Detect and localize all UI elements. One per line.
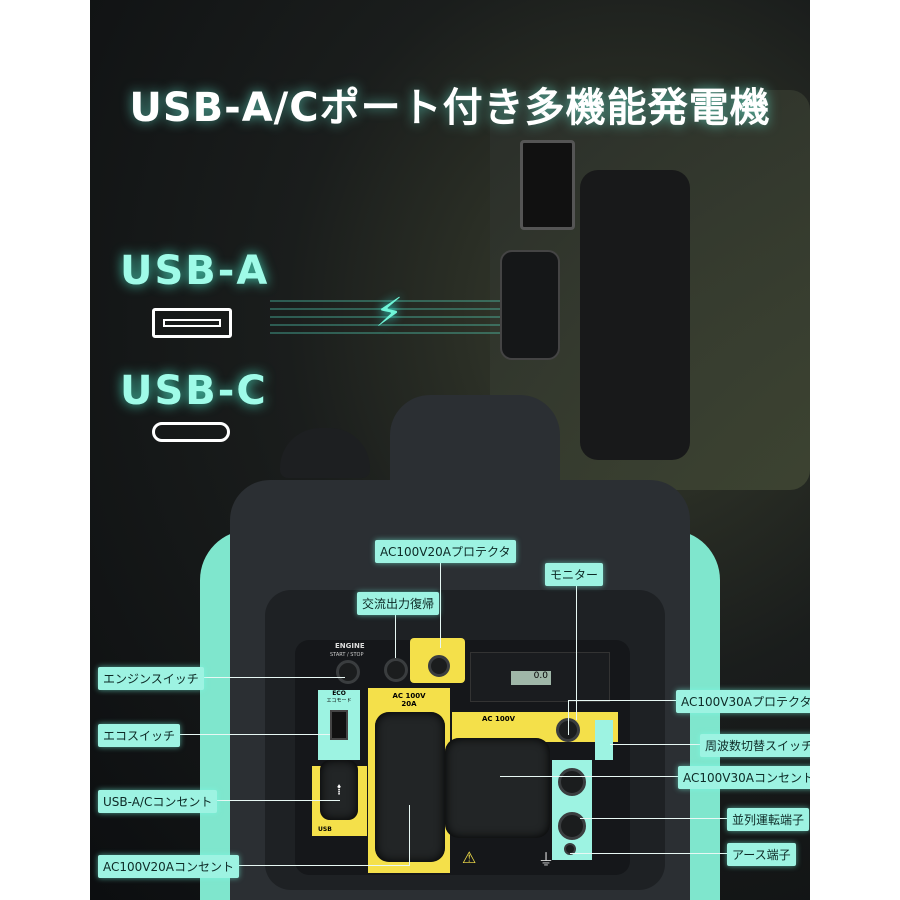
usb-a-label: USB-A <box>120 248 270 294</box>
callout-line <box>610 744 700 745</box>
ac30-outlet-cover[interactable] <box>445 738 550 838</box>
parallel-terminal-2[interactable] <box>558 812 586 840</box>
monitor: 0.0 <box>470 652 610 702</box>
callout-line <box>500 776 678 777</box>
callout-usb-outlet: USB-A/Cコンセント <box>98 790 218 813</box>
callout-frequency-switch: 周波数切替スイッチ <box>700 734 810 757</box>
ac-reset-button[interactable] <box>384 658 408 682</box>
callout-line <box>218 865 410 866</box>
ac20-protector-knob[interactable] <box>428 655 450 677</box>
callout-line <box>172 734 330 735</box>
start-stop-text: START / STOP <box>330 652 364 658</box>
callout-ac20-outlet: AC100V20Aコンセント <box>98 855 239 878</box>
callout-line <box>409 805 410 865</box>
warning-icon: ⚠ <box>462 848 477 867</box>
usb-text: USB <box>318 826 332 833</box>
callout-line <box>580 818 727 819</box>
parallel-terminal-1[interactable] <box>558 768 586 796</box>
fuel-cap <box>280 428 370 478</box>
callout-line <box>576 583 577 720</box>
callout-line <box>190 677 345 678</box>
background-outlet-cover <box>580 170 690 460</box>
ac30-plate: AC 100V <box>452 712 618 742</box>
usb-outlet-cover[interactable]: ⭫ <box>320 760 358 820</box>
engine-text: ENGINE <box>335 642 365 650</box>
callout-engine-switch: エンジンスイッチ <box>98 667 204 690</box>
background-switch <box>520 140 575 230</box>
callout-line <box>570 853 727 854</box>
callout-ac30-outlet: AC100V30Aコンセント <box>678 766 810 789</box>
callout-line <box>440 562 441 648</box>
page-title: USB-A/Cポート付き多機能発電機 <box>129 85 771 131</box>
ac20-outlet-cover[interactable] <box>375 712 445 862</box>
product-image: USB-A/Cポート付き多機能発電機 USB-A USB-C ⚡ ENGINE … <box>90 0 810 900</box>
engine-switch[interactable] <box>336 660 360 684</box>
eco-switch[interactable] <box>330 710 348 740</box>
speed-lines <box>270 300 500 340</box>
ac20-amp-text: 20A <box>401 700 417 708</box>
eco-mode-text: エコモード <box>326 698 352 704</box>
background-usb-port <box>500 250 560 360</box>
callout-ac30-protector: AC100V30Aプロテクタ <box>676 690 810 713</box>
ac30-text: AC 100V <box>482 715 516 723</box>
callout-earth-terminal: アース端子 <box>727 843 796 866</box>
callout-monitor: モニター <box>545 563 604 586</box>
earth-terminal[interactable] <box>564 843 576 855</box>
earth-icon: ⏚ <box>538 850 555 869</box>
callout-ac20-protector: AC100V20Aプロテクタ <box>375 540 516 563</box>
eco-text: ECO <box>332 690 346 697</box>
ac20-text: AC 100V <box>392 692 426 700</box>
eco-plate: ECO エコモード <box>318 690 360 760</box>
callout-line <box>200 800 340 801</box>
callout-line <box>568 700 569 735</box>
lightning-icon: ⚡ <box>375 290 404 336</box>
usb-c-port-icon <box>152 422 230 442</box>
callout-line <box>395 612 396 658</box>
callout-parallel-terminal: 並列運転端子 <box>727 808 810 831</box>
callout-ac-reset: 交流出力復帰 <box>357 592 440 615</box>
monitor-display: 0.0 <box>511 671 551 685</box>
callout-line <box>568 700 676 701</box>
usb-a-port-icon <box>152 308 232 338</box>
usb-c-label: USB-C <box>120 368 268 414</box>
callout-eco-switch: エコスイッチ <box>98 724 181 747</box>
frequency-switch[interactable] <box>595 720 613 760</box>
